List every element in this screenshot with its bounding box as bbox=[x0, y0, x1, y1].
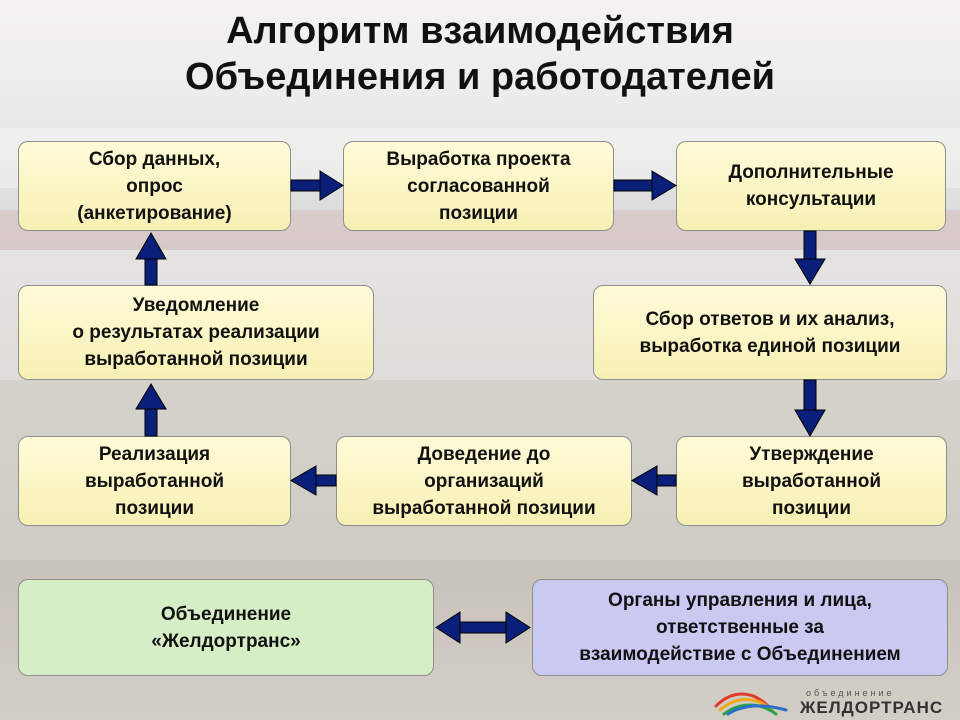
party-union: Объединение «Желдортранс» bbox=[18, 579, 434, 676]
step-label: Дополнительные консультации bbox=[728, 162, 894, 210]
party-bodies: Органы управления и лица, ответственные … bbox=[532, 579, 948, 676]
arrow-up bbox=[135, 383, 167, 437]
step-label: Реализация выработанной позиции bbox=[84, 443, 225, 519]
logo-wordmark: ЖЕЛДОРТРАНС bbox=[800, 698, 944, 717]
party-label: Объединение «Желдортранс» bbox=[151, 603, 301, 652]
step-label: Уведомление о результатах реализации выр… bbox=[72, 295, 320, 370]
title-line-2: Объединения и работодателей bbox=[185, 56, 775, 98]
step-label: Сбор данных, опрос (анкетирование) bbox=[77, 148, 232, 224]
arrow-bidirectional bbox=[435, 611, 531, 644]
step-label: Утверждение выработанной позиции bbox=[741, 443, 882, 519]
step-implement: Реализация выработанной позиции bbox=[18, 436, 291, 526]
step-notify-results: Уведомление о результатах реализации выр… bbox=[18, 285, 374, 380]
step-label: Выработка проекта согласованной позиции bbox=[386, 148, 571, 224]
arrow-left bbox=[290, 465, 337, 496]
zheldortrans-logo bbox=[714, 692, 788, 716]
step-label: Сбор ответов и их анализ, выработка един… bbox=[639, 308, 901, 357]
arrow-left bbox=[631, 465, 677, 496]
step-collect-data: Сбор данных, опрос (анкетирование) bbox=[18, 141, 291, 231]
arrow-right bbox=[613, 170, 677, 201]
arrow-down bbox=[794, 379, 826, 438]
step-communicate: Доведение до организаций выработанной по… bbox=[336, 436, 632, 526]
arrow-up bbox=[135, 231, 167, 286]
party-label: Органы управления и лица, ответственные … bbox=[579, 590, 901, 665]
step-additional-consultations: Дополнительные консультации bbox=[676, 141, 946, 231]
arrow-down bbox=[794, 230, 826, 285]
title-line-1: Алгоритм взаимодействия bbox=[226, 10, 734, 52]
step-draft-position: Выработка проекта согласованной позиции bbox=[343, 141, 614, 231]
step-label: Доведение до организаций выработанной по… bbox=[372, 443, 596, 519]
slide-title: Алгоритм взаимодействия Объединения и ра… bbox=[0, 8, 960, 100]
step-collect-analyze: Сбор ответов и их анализ, выработка един… bbox=[593, 285, 947, 380]
logo-subtitle: объединение bbox=[806, 688, 895, 698]
arrow-right bbox=[290, 170, 344, 201]
